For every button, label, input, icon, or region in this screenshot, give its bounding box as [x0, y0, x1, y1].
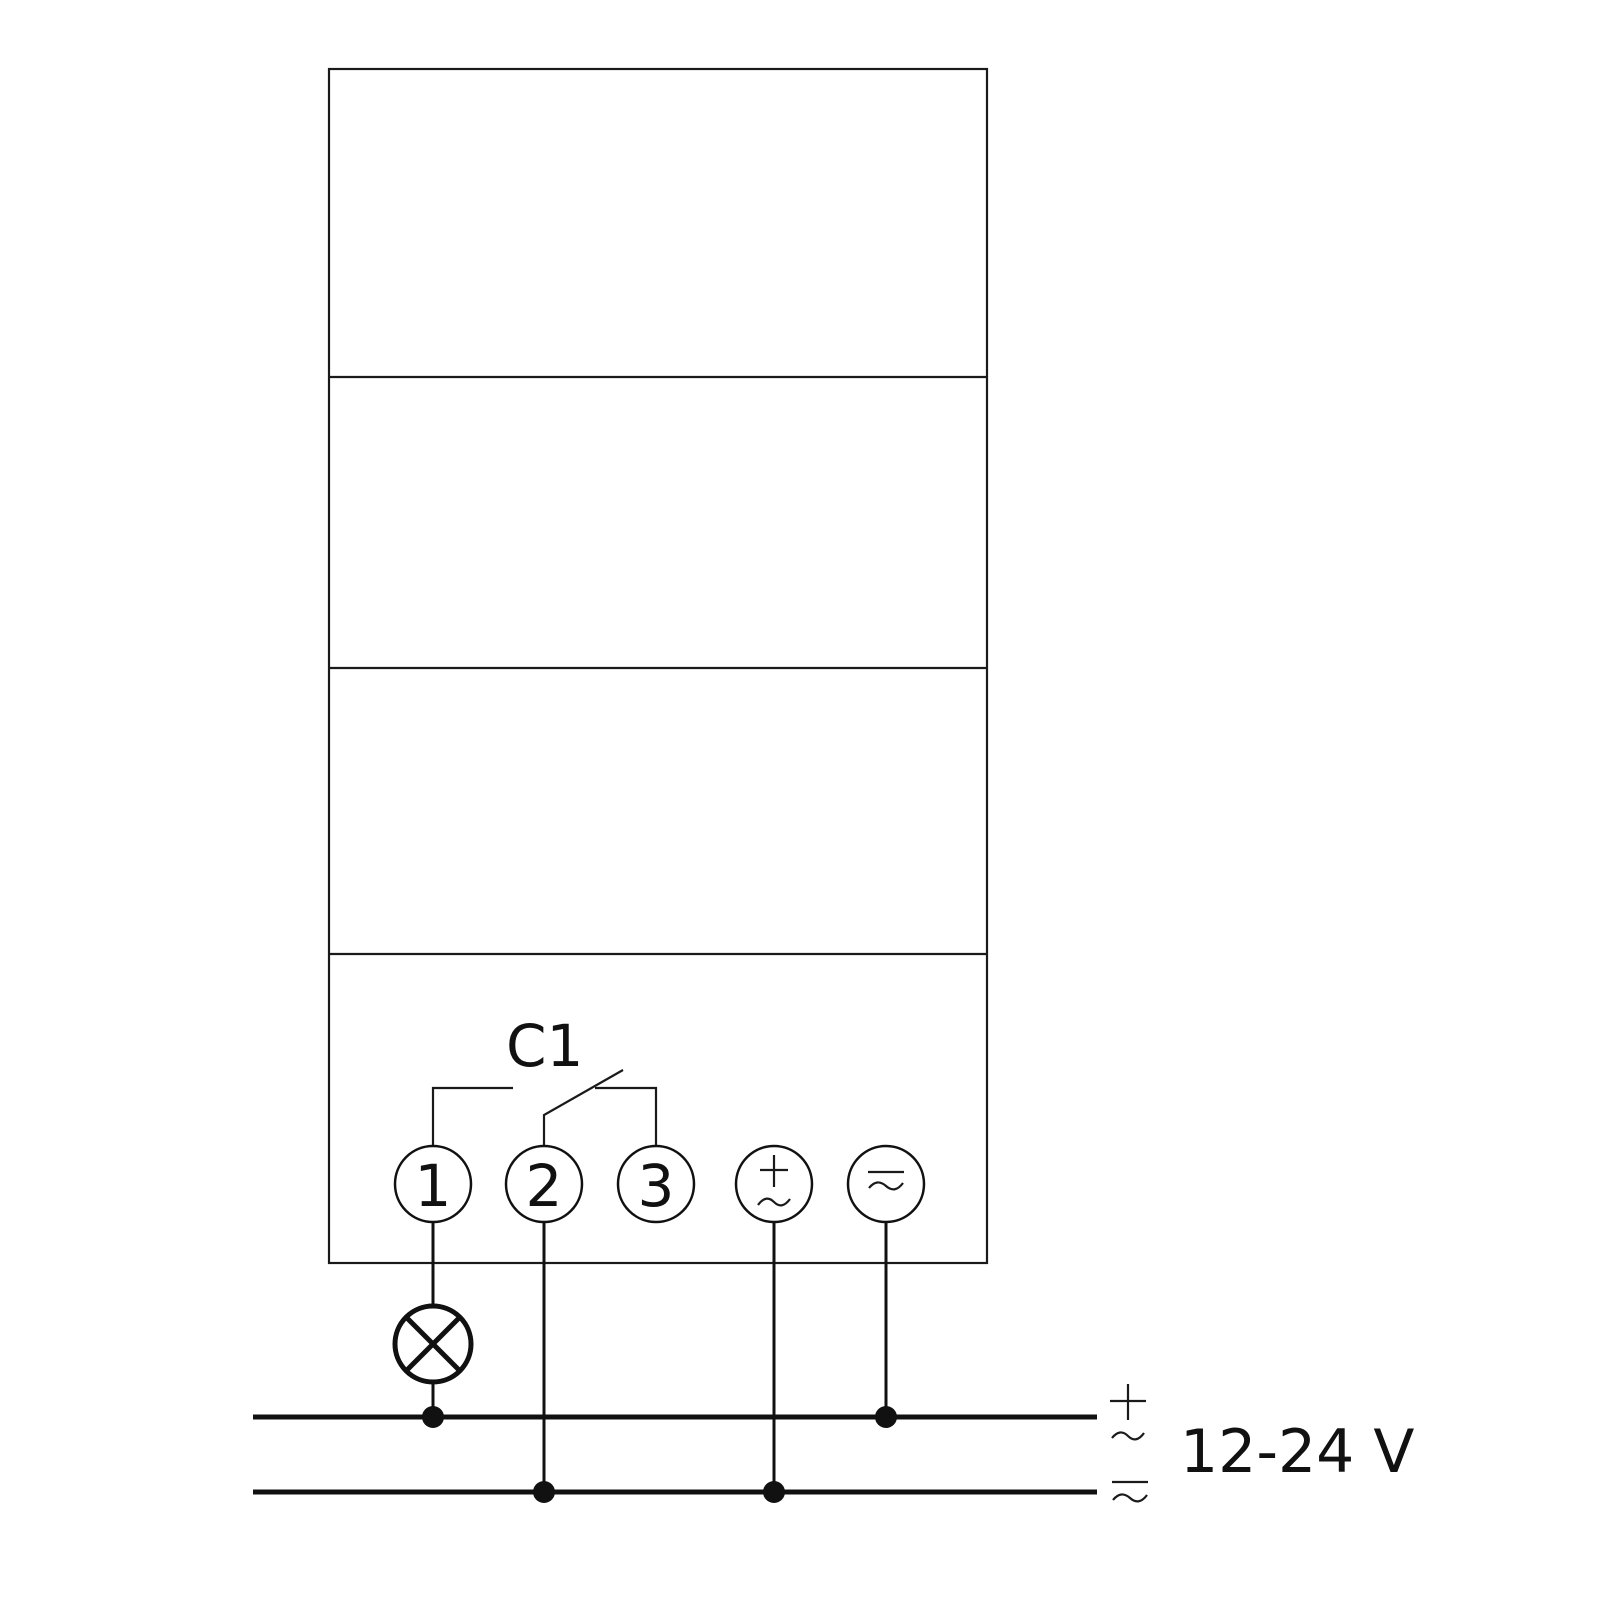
terminal-3: 3 [616, 1144, 696, 1224]
junction-dot [422, 1406, 444, 1428]
device-enclosure [327, 67, 989, 1265]
terminal-minus-ac [846, 1144, 926, 1224]
terminal-plus-ac [734, 1144, 814, 1224]
junction-dot [763, 1481, 785, 1503]
lamp-icon [392, 1303, 474, 1385]
bar-tilde-icon [868, 1170, 904, 1191]
wiring [392, 1222, 888, 1492]
contact-fixed-1 [431, 1086, 513, 1146]
supply-voltage-label: 12-24 V [1180, 1417, 1414, 1487]
contact-c1: C1 [431, 1012, 658, 1146]
terminal-2: 2 [504, 1144, 584, 1224]
supply-rails [253, 1406, 1097, 1503]
svg-text:3: 3 [638, 1152, 675, 1220]
contact-label: C1 [506, 1012, 583, 1080]
plus-tilde-icon [757, 1155, 791, 1207]
rail-top-symbol [1110, 1384, 1146, 1441]
terminals: 1 2 3 [393, 1144, 926, 1224]
terminal-1: 1 [393, 1144, 473, 1224]
rail-bottom-symbol [1112, 1480, 1148, 1503]
contact-fixed-3 [595, 1086, 658, 1146]
junction-dot [875, 1406, 897, 1428]
svg-text:1: 1 [415, 1152, 452, 1220]
device-outline [327, 67, 989, 1265]
contact-switch-arm [542, 1069, 624, 1146]
junction-dot [533, 1481, 555, 1503]
svg-text:2: 2 [526, 1152, 563, 1220]
